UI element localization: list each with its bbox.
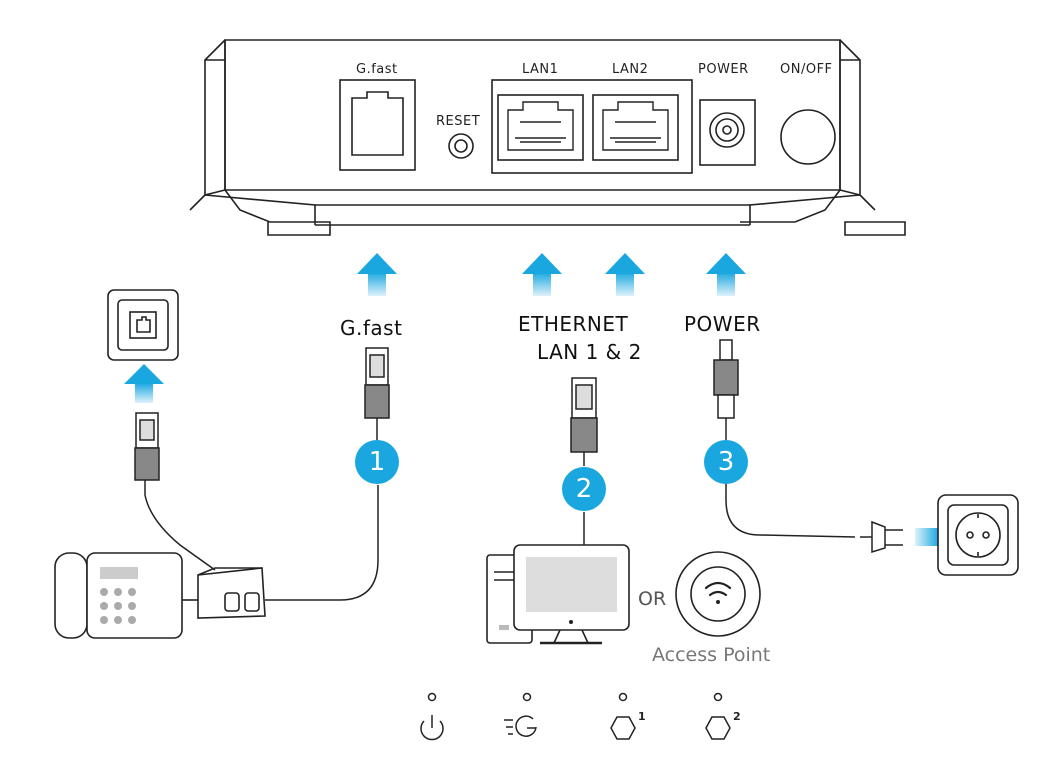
onoff-button-graphic	[780, 109, 836, 165]
led-lan2-index: 2	[733, 710, 741, 723]
eu-plug	[860, 520, 903, 554]
lan1-port-label: LAN1	[522, 62, 559, 77]
or-label: OR	[638, 588, 667, 610]
led-gfast	[504, 692, 537, 737]
led-lan1-index: 1	[638, 710, 646, 723]
lan-ports-frame	[491, 79, 693, 174]
led-power	[420, 692, 444, 741]
up-arrow-wall-socket	[124, 364, 164, 403]
ethernet-cable-label: ETHERNET	[518, 312, 629, 336]
reset-port-label: RESET	[436, 114, 481, 129]
up-arrow-gfast	[357, 253, 397, 296]
lan2-port-label: LAN2	[612, 62, 649, 77]
computer-icon	[486, 544, 630, 645]
rj11-plug-wall	[134, 412, 216, 571]
access-point-icon	[675, 551, 761, 637]
up-arrow-lan2	[605, 253, 645, 296]
reset-button-graphic	[448, 133, 474, 159]
step-2-badge: 2	[562, 467, 606, 511]
rj11-plug-gfast	[265, 347, 390, 601]
gfast-cable-label: G.fast	[340, 316, 403, 340]
gfast-port-label: G.fast	[356, 62, 398, 77]
power-jack	[699, 99, 756, 166]
power-port-label: POWER	[698, 62, 749, 77]
step-3-badge: 3	[704, 440, 748, 484]
onoff-port-label: ON/OFF	[780, 62, 833, 77]
access-point-label: Access Point	[652, 644, 771, 666]
step-1-badge: 1	[355, 440, 399, 484]
splitter-icon	[197, 567, 266, 619]
led-lan1	[610, 692, 636, 740]
wifi-icon	[704, 581, 732, 604]
lan1-port	[507, 101, 574, 151]
power-wall-socket-icon	[937, 494, 1019, 576]
led-lan2	[705, 692, 731, 740]
power-cable-label: POWER	[684, 312, 761, 336]
up-arrow-lan1	[522, 253, 562, 296]
phone-wall-socket-icon	[107, 289, 179, 361]
up-arrow-power	[706, 253, 746, 296]
gfast-port	[339, 79, 416, 171]
telephone-icon	[54, 552, 198, 639]
lan2-port	[602, 101, 669, 151]
ethernet-lan-label: LAN 1 & 2	[537, 340, 642, 364]
ethernet-plug	[570, 377, 598, 545]
power-plug	[713, 339, 856, 538]
